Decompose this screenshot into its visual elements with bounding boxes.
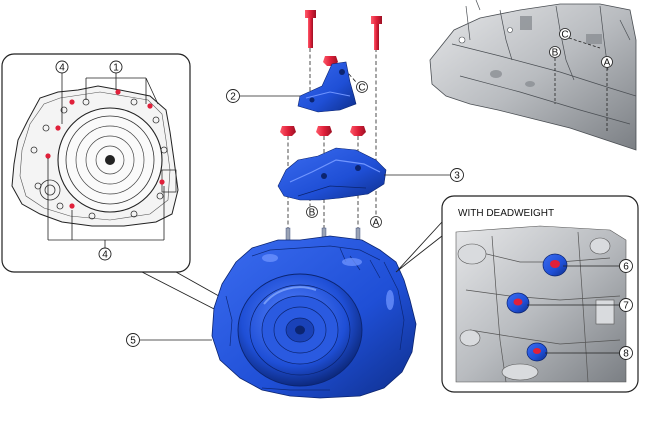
letter-B-top: B (549, 46, 561, 59)
svg-text:3: 3 (454, 171, 460, 182)
svg-text:C: C (358, 83, 365, 94)
vehicle-body-detail: C B A (429, 0, 637, 151)
deadweight-6 (542, 253, 568, 277)
svg-text:6: 6 (623, 262, 629, 273)
svg-text:A: A (373, 218, 380, 229)
callout-5: 5 (126, 333, 212, 347)
left-inset: 1 4 4 (1, 53, 191, 273)
svg-text:5: 5 (130, 336, 136, 347)
nuts-lower-row (280, 126, 366, 136)
callout-4-bottom: 4 (98, 247, 112, 261)
inset-leader-right (395, 221, 443, 273)
deadweight-8 (526, 342, 548, 362)
callout-6: 6 (619, 259, 633, 273)
letter-A-top: A (601, 56, 613, 69)
callout-1: 1 (109, 60, 123, 74)
svg-text:2: 2 (230, 92, 236, 103)
inset-bolt-markers (45, 89, 165, 209)
callout-3: 3 (384, 168, 464, 182)
svg-text:4: 4 (59, 63, 65, 74)
callout-8: 8 (619, 346, 633, 360)
callout-2: 2 (226, 89, 300, 103)
mount-bracket-lower (277, 147, 387, 201)
bolt-top-right (371, 16, 382, 50)
svg-text:4: 4 (102, 250, 108, 261)
deadweight-7 (506, 292, 530, 314)
letter-C-main: C (356, 81, 368, 94)
svg-text:C: C (561, 30, 568, 41)
svg-text:7: 7 (623, 301, 629, 312)
bolt-top-left (305, 10, 316, 48)
svg-text:B: B (309, 208, 316, 219)
letter-A-main: A (370, 216, 382, 229)
svg-text:8: 8 (623, 349, 629, 360)
callout-4-top: 4 (55, 60, 69, 74)
inset-title: WITH DEADWEIGHT (458, 208, 554, 219)
svg-text:1: 1 (113, 63, 119, 74)
mount-bracket-upper (297, 61, 357, 113)
transaxle-assembly (211, 235, 417, 399)
svg-text:A: A (604, 58, 611, 69)
letter-B-main: B (306, 206, 318, 219)
callout-7: 7 (619, 298, 633, 312)
inset-leader-left (141, 271, 227, 313)
svg-text:B: B (552, 48, 559, 59)
letter-C-top: C (559, 28, 571, 41)
right-inset: WITH DEADWEIGHT (441, 195, 639, 393)
